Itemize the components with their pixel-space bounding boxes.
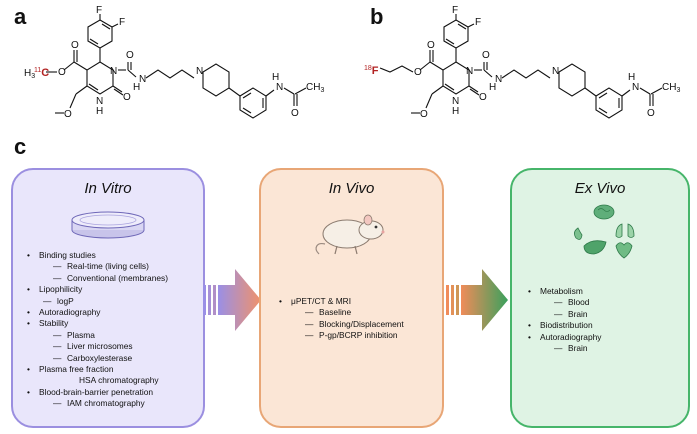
ester-carbonyl-o-label: O [427,40,435,51]
acetamide-h-label: H [272,72,279,83]
amide-h-label: H [489,82,496,93]
petri-dish-icon [71,211,145,239]
ring-h-label: H [96,106,103,117]
rat-icon [315,214,385,255]
ester-o-label: O [414,67,422,78]
flow-arrow-1 [203,269,261,331]
molecule-b-structure: F F O O 18F N O H N N H N O CH3 O N H O [364,5,680,120]
kidney-icon [574,227,583,240]
amide-n-label: N [139,74,146,85]
lungs-icon [615,223,635,238]
list-item: Metabolism —Blood —Brain [528,286,688,320]
acetamide-n-label: N [276,82,283,93]
amide-h-label: H [133,82,140,93]
fluorine-top-label: F [96,5,102,16]
acetamide-n-label: N [632,82,639,93]
ex-vivo-list: Metabolism —Blood —Brain Biodistribution… [528,286,688,354]
isotope-c11-label: 11C [34,67,49,79]
piperidine-n-label: N [552,66,559,77]
acetyl-ch3-label: CH3 [662,82,680,94]
panel-label-a: a [14,4,27,29]
urea-o-label: O [482,50,490,61]
urea-o-label: O [126,50,134,61]
ex-vivo-title: Ex Vivo [574,180,626,197]
acetamide-o-label: O [647,108,655,119]
list-item: Autoradiography [27,307,203,319]
ring-h-label: H [452,106,459,117]
piperidine-n-label: N [196,66,203,77]
list-item: Blood-brain-barrier penetration —IAM chr… [27,387,203,410]
methoxy-o-label: O [420,109,428,120]
ring-o-label: O [123,92,131,103]
list-item: Biodistribution [528,320,688,332]
fluorine-top-label: F [452,5,458,16]
list-item: Autoradiography —Brain [528,332,688,355]
ring-n2-label: N [452,96,459,107]
list-item: Stability —Plasma —Liver microsomes —Car… [27,318,203,364]
ester-carbonyl-o-label: O [71,40,79,51]
amide-n-label: N [495,74,502,85]
list-item: μPET/CT & MRI —Baseline —Blocking/Displa… [279,296,444,342]
list-item: Plasma free fraction HSA chromatography [27,364,203,387]
organs-icon [574,204,635,259]
in-vitro-list: Binding studies —Real-time (living cells… [27,250,203,410]
isotope-f18-label: 18F [364,65,379,77]
molecule-a-structure: F F O O H3 11C N O H N N H N O CH3 O N H… [24,5,324,120]
ring-n2-label: N [96,96,103,107]
in-vitro-box: In Vitro Binding studies —Real-time (liv… [11,168,205,428]
flow-arrow-2 [446,269,508,331]
methoxy-o-label: O [64,109,72,120]
in-vivo-list: μPET/CT & MRI —Baseline —Blocking/Displa… [279,296,444,342]
brain-icon [593,204,615,220]
list-item: Lipophilicity —logP [27,284,203,307]
ring-n1-label: N [466,66,473,77]
in-vivo-box: In Vivo μPET/CT & MRI —Baseline —Blockin… [259,168,444,428]
ex-vivo-box: Ex Vivo Metabolism —Blood —Brain Biodist… [510,168,690,428]
ring-n1-label: N [110,66,117,77]
panel-label-c: c [14,134,27,159]
ring-o-label: O [479,92,487,103]
fluorine-right-label: F [119,17,125,28]
fluorine-right-label: F [475,17,481,28]
acetamide-o-label: O [291,108,299,119]
methyl-h-label: H3 [24,68,35,80]
in-vitro-title: In Vitro [84,180,132,197]
panel-label-b: b [370,4,384,29]
acetyl-ch3-label: CH3 [306,82,324,94]
liver-icon [583,240,607,255]
ester-o-label: O [58,67,66,78]
heart-icon [615,242,633,259]
acetamide-h-label: H [628,72,635,83]
in-vivo-title: In Vivo [328,180,375,197]
list-item: Binding studies —Real-time (living cells… [27,250,203,284]
